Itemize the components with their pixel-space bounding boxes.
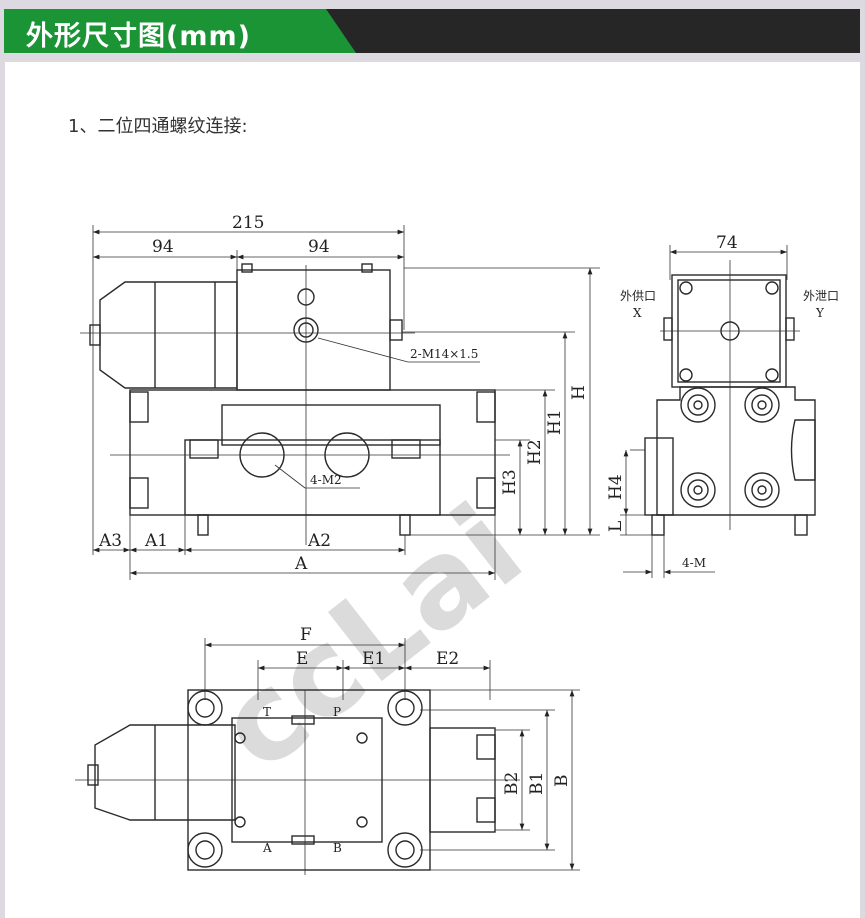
- side-view: 74 外供口 X 外泄口 Y H4 L 4-M: [606, 233, 839, 578]
- stud-thread-label: 4-M: [682, 556, 706, 570]
- section-header: 外形尺寸图(mm): [4, 9, 860, 53]
- header-title: 外形尺寸图(mm): [26, 21, 251, 52]
- port-P-label: P: [333, 705, 341, 719]
- port-thread-label: 2-M14×1.5: [410, 347, 478, 361]
- dim-A: A: [294, 554, 308, 574]
- dim-94-left: 94: [152, 237, 174, 257]
- dim-A3: A3: [98, 531, 122, 551]
- dim-H3: H3: [500, 469, 520, 495]
- dim-B1: B1: [527, 772, 547, 795]
- dim-A2: A2: [307, 531, 331, 551]
- dim-H1: H1: [545, 409, 565, 435]
- section-title: 1、二位四通螺纹连接:: [68, 116, 248, 137]
- dim-94-right: 94: [308, 237, 330, 257]
- dim-B: B: [552, 775, 572, 788]
- y-port-cn-label: 外泄口: [803, 289, 839, 303]
- dim-A1: A1: [144, 531, 168, 551]
- dim-74: 74: [716, 233, 738, 253]
- dim-E: E: [296, 649, 308, 669]
- dim-F: F: [300, 625, 312, 645]
- dim-H2: H2: [525, 439, 545, 465]
- bottom-view: F E E1 E2 T P A B B2 B1 B: [75, 625, 580, 875]
- port-A-label: A: [262, 841, 272, 855]
- dim-H: H: [569, 385, 589, 400]
- dim-H4: H4: [606, 474, 626, 500]
- dim-E1: E1: [362, 649, 385, 669]
- bolt-thread-label: 4-M2: [310, 473, 342, 487]
- header-green-tab: [4, 9, 356, 53]
- front-view: 215 94 94 2-M14×1.5: [80, 213, 600, 580]
- dim-L: L: [606, 521, 626, 532]
- dim-B2: B2: [502, 772, 522, 795]
- y-port-label: Y: [815, 306, 825, 320]
- x-port-label: X: [633, 306, 642, 320]
- x-port-cn-label: 外供口: [620, 289, 656, 303]
- port-T-label: T: [263, 705, 271, 719]
- port-B-label: B: [333, 841, 342, 855]
- dim-E2: E2: [436, 649, 459, 669]
- dim-215: 215: [232, 213, 264, 233]
